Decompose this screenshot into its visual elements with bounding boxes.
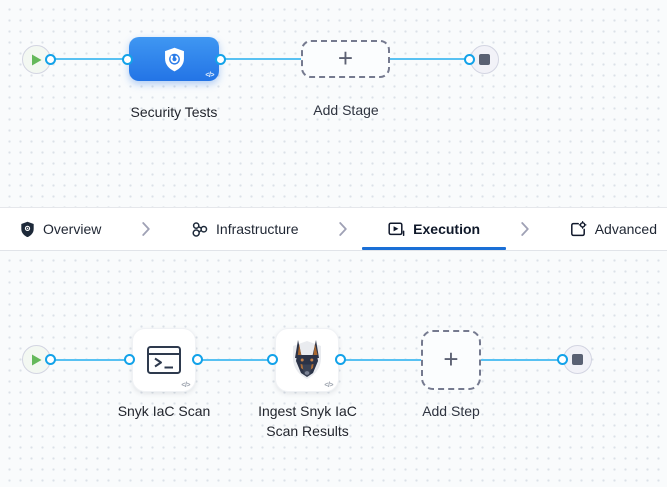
step-label: Snyk IaC Scan: [117, 403, 211, 419]
stop-icon: [479, 54, 490, 65]
code-view-badge: </>: [205, 72, 214, 79]
connector-port: [557, 354, 568, 365]
connector-port: [124, 354, 135, 365]
tab-label: Execution: [413, 221, 481, 237]
tab-label: Overview: [43, 221, 102, 237]
stage-label: Security Tests: [130, 104, 218, 120]
stop-icon: [572, 354, 583, 365]
steps-end-node: [563, 345, 592, 374]
step-node-snyk-iac-scan[interactable]: </>: [132, 328, 196, 392]
play-icon: [32, 54, 42, 65]
chevron-right-icon: [339, 208, 348, 250]
add-step-button[interactable]: +: [421, 330, 481, 390]
connector-port: [122, 54, 133, 65]
shield-icon: [21, 221, 34, 237]
tab-execution[interactable]: Execution: [362, 208, 506, 250]
code-view-badge: </>: [181, 382, 190, 389]
add-stage-label: Add Stage: [313, 102, 379, 118]
connector-port: [192, 354, 203, 365]
execution-icon: [388, 221, 405, 236]
connector-port: [464, 54, 475, 65]
step-pipeline-canvas: </> </> + Snyk IaC Scan Ingest Snyk IaC …: [0, 251, 667, 487]
terminal-icon: [147, 346, 181, 374]
tab-advanced[interactable]: Advanced: [570, 208, 657, 250]
play-icon: [32, 354, 42, 365]
connector-port: [215, 54, 226, 65]
add-stage-button[interactable]: +: [301, 40, 390, 78]
tab-infrastructure[interactable]: Infrastructure: [191, 208, 299, 250]
step-node-ingest-snyk-results[interactable]: </>: [275, 328, 339, 392]
tab-label: Advanced: [594, 221, 657, 237]
stage-config-tabbar: Overview Infrastructure Execution: [0, 207, 667, 251]
step-label: Ingest Snyk IaC Scan Results: [258, 403, 357, 439]
security-shield-icon: [164, 47, 184, 71]
doberman-icon: [293, 340, 321, 379]
plus-icon: +: [337, 43, 354, 73]
chevron-right-icon: [142, 208, 150, 250]
add-step-label: Add Step: [422, 403, 480, 419]
connector-port: [267, 354, 278, 365]
connector-port: [335, 354, 346, 365]
tab-overview[interactable]: Overview: [20, 208, 101, 250]
stage-node-security-tests[interactable]: </>: [129, 37, 219, 81]
connector-port: [45, 354, 56, 365]
code-view-badge: </>: [324, 382, 333, 389]
chevron-right-icon: [521, 208, 529, 250]
stage-connector-line: [45, 58, 471, 60]
connector-port: [45, 54, 56, 65]
infrastructure-icon: [192, 221, 208, 237]
advanced-icon: [570, 220, 587, 236]
stage-pipeline-canvas: </> + Security Tests Add Stage: [0, 0, 667, 207]
plus-icon: +: [443, 344, 459, 374]
tab-label: Infrastructure: [216, 221, 299, 237]
